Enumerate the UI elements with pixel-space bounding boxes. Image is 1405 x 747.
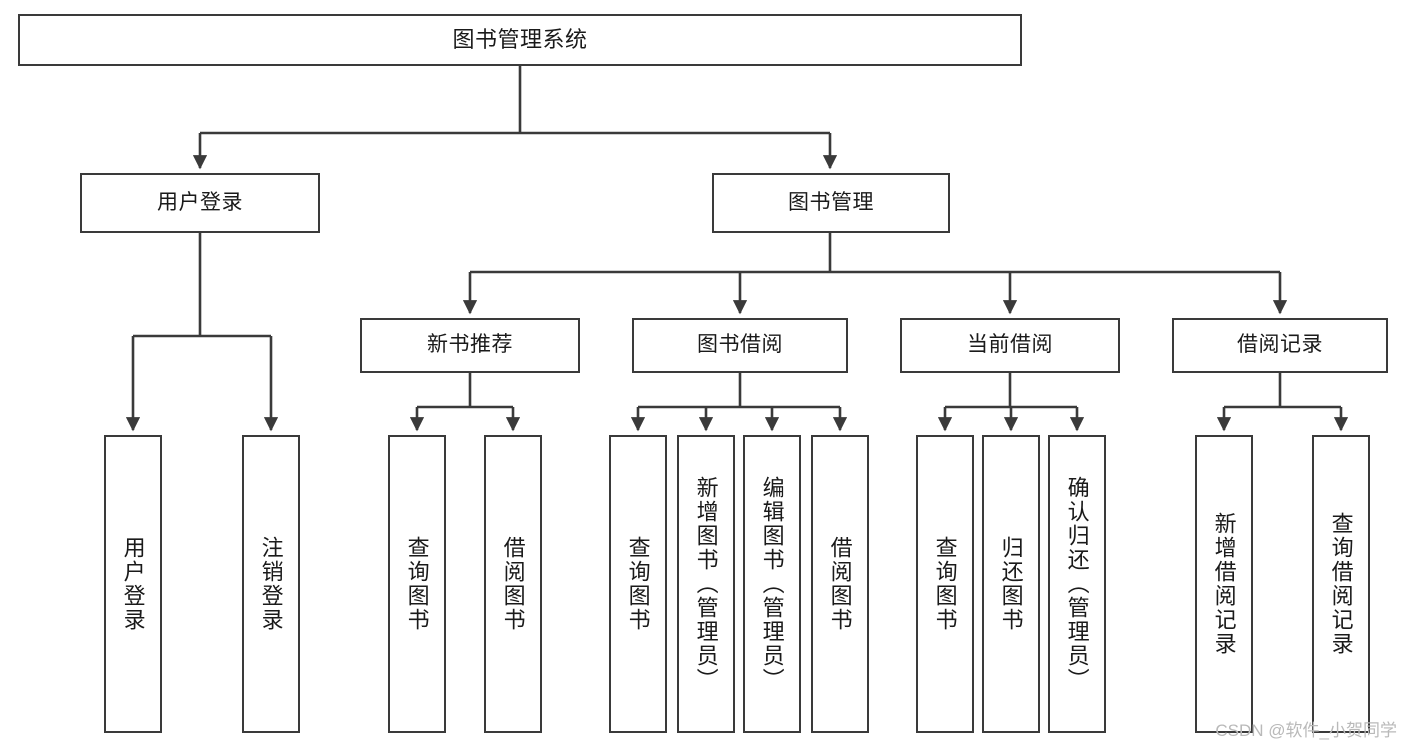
node-label: 用户登录 <box>157 190 243 214</box>
node-label: 新增图书（管理员） <box>693 476 719 692</box>
node-label: 新书推荐 <box>427 333 513 357</box>
leaf-query-borrow-record[interactable]: 查询借阅记录 <box>1312 435 1370 733</box>
leaf-add-book-admin[interactable]: 新增图书（管理员） <box>677 435 735 733</box>
node-user-login[interactable]: 用户登录 <box>80 173 320 233</box>
leaf-borrow-book[interactable]: 借阅图书 <box>811 435 869 733</box>
leaf-return-book[interactable]: 归还图书 <box>982 435 1040 733</box>
node-label: 图书管理 <box>788 190 874 214</box>
leaf-query-book-borrow[interactable]: 查询图书 <box>609 435 667 733</box>
node-label: 借阅记录 <box>1237 333 1323 357</box>
node-book-borrow[interactable]: 图书借阅 <box>632 318 848 373</box>
node-label: 用户登录 <box>120 536 146 632</box>
leaf-query-book-recommend[interactable]: 查询图书 <box>388 435 446 733</box>
leaf-confirm-return-admin[interactable]: 确认归还（管理员） <box>1048 435 1106 733</box>
node-label: 查询图书 <box>625 536 651 632</box>
node-label: 确认归还（管理员） <box>1064 476 1090 692</box>
leaf-borrow-book-recommend[interactable]: 借阅图书 <box>484 435 542 733</box>
leaf-query-book-current[interactable]: 查询图书 <box>916 435 974 733</box>
node-label: 归还图书 <box>998 536 1024 632</box>
node-label: 新增借阅记录 <box>1211 512 1237 656</box>
node-label: 查询图书 <box>404 536 430 632</box>
node-label: 编辑图书（管理员） <box>759 476 785 692</box>
node-label: 查询借阅记录 <box>1328 512 1354 656</box>
node-root-system[interactable]: 图书管理系统 <box>18 14 1022 66</box>
node-label: 注销登录 <box>258 536 284 632</box>
node-label: 图书借阅 <box>697 333 783 357</box>
node-label: 查询图书 <box>932 536 958 632</box>
node-new-book-recommend[interactable]: 新书推荐 <box>360 318 580 373</box>
leaf-add-borrow-record[interactable]: 新增借阅记录 <box>1195 435 1253 733</box>
node-borrow-record[interactable]: 借阅记录 <box>1172 318 1388 373</box>
node-label: 借阅图书 <box>827 536 853 632</box>
node-label: 借阅图书 <box>500 536 526 632</box>
watermark-text: CSDN @软件_小贺同学 <box>1215 721 1397 740</box>
node-label: 当前借阅 <box>967 333 1053 357</box>
node-book-management[interactable]: 图书管理 <box>712 173 950 233</box>
leaf-edit-book-admin[interactable]: 编辑图书（管理员） <box>743 435 801 733</box>
leaf-logout[interactable]: 注销登录 <box>242 435 300 733</box>
node-label: 图书管理系统 <box>452 27 588 53</box>
node-current-borrow[interactable]: 当前借阅 <box>900 318 1120 373</box>
leaf-user-login[interactable]: 用户登录 <box>104 435 162 733</box>
